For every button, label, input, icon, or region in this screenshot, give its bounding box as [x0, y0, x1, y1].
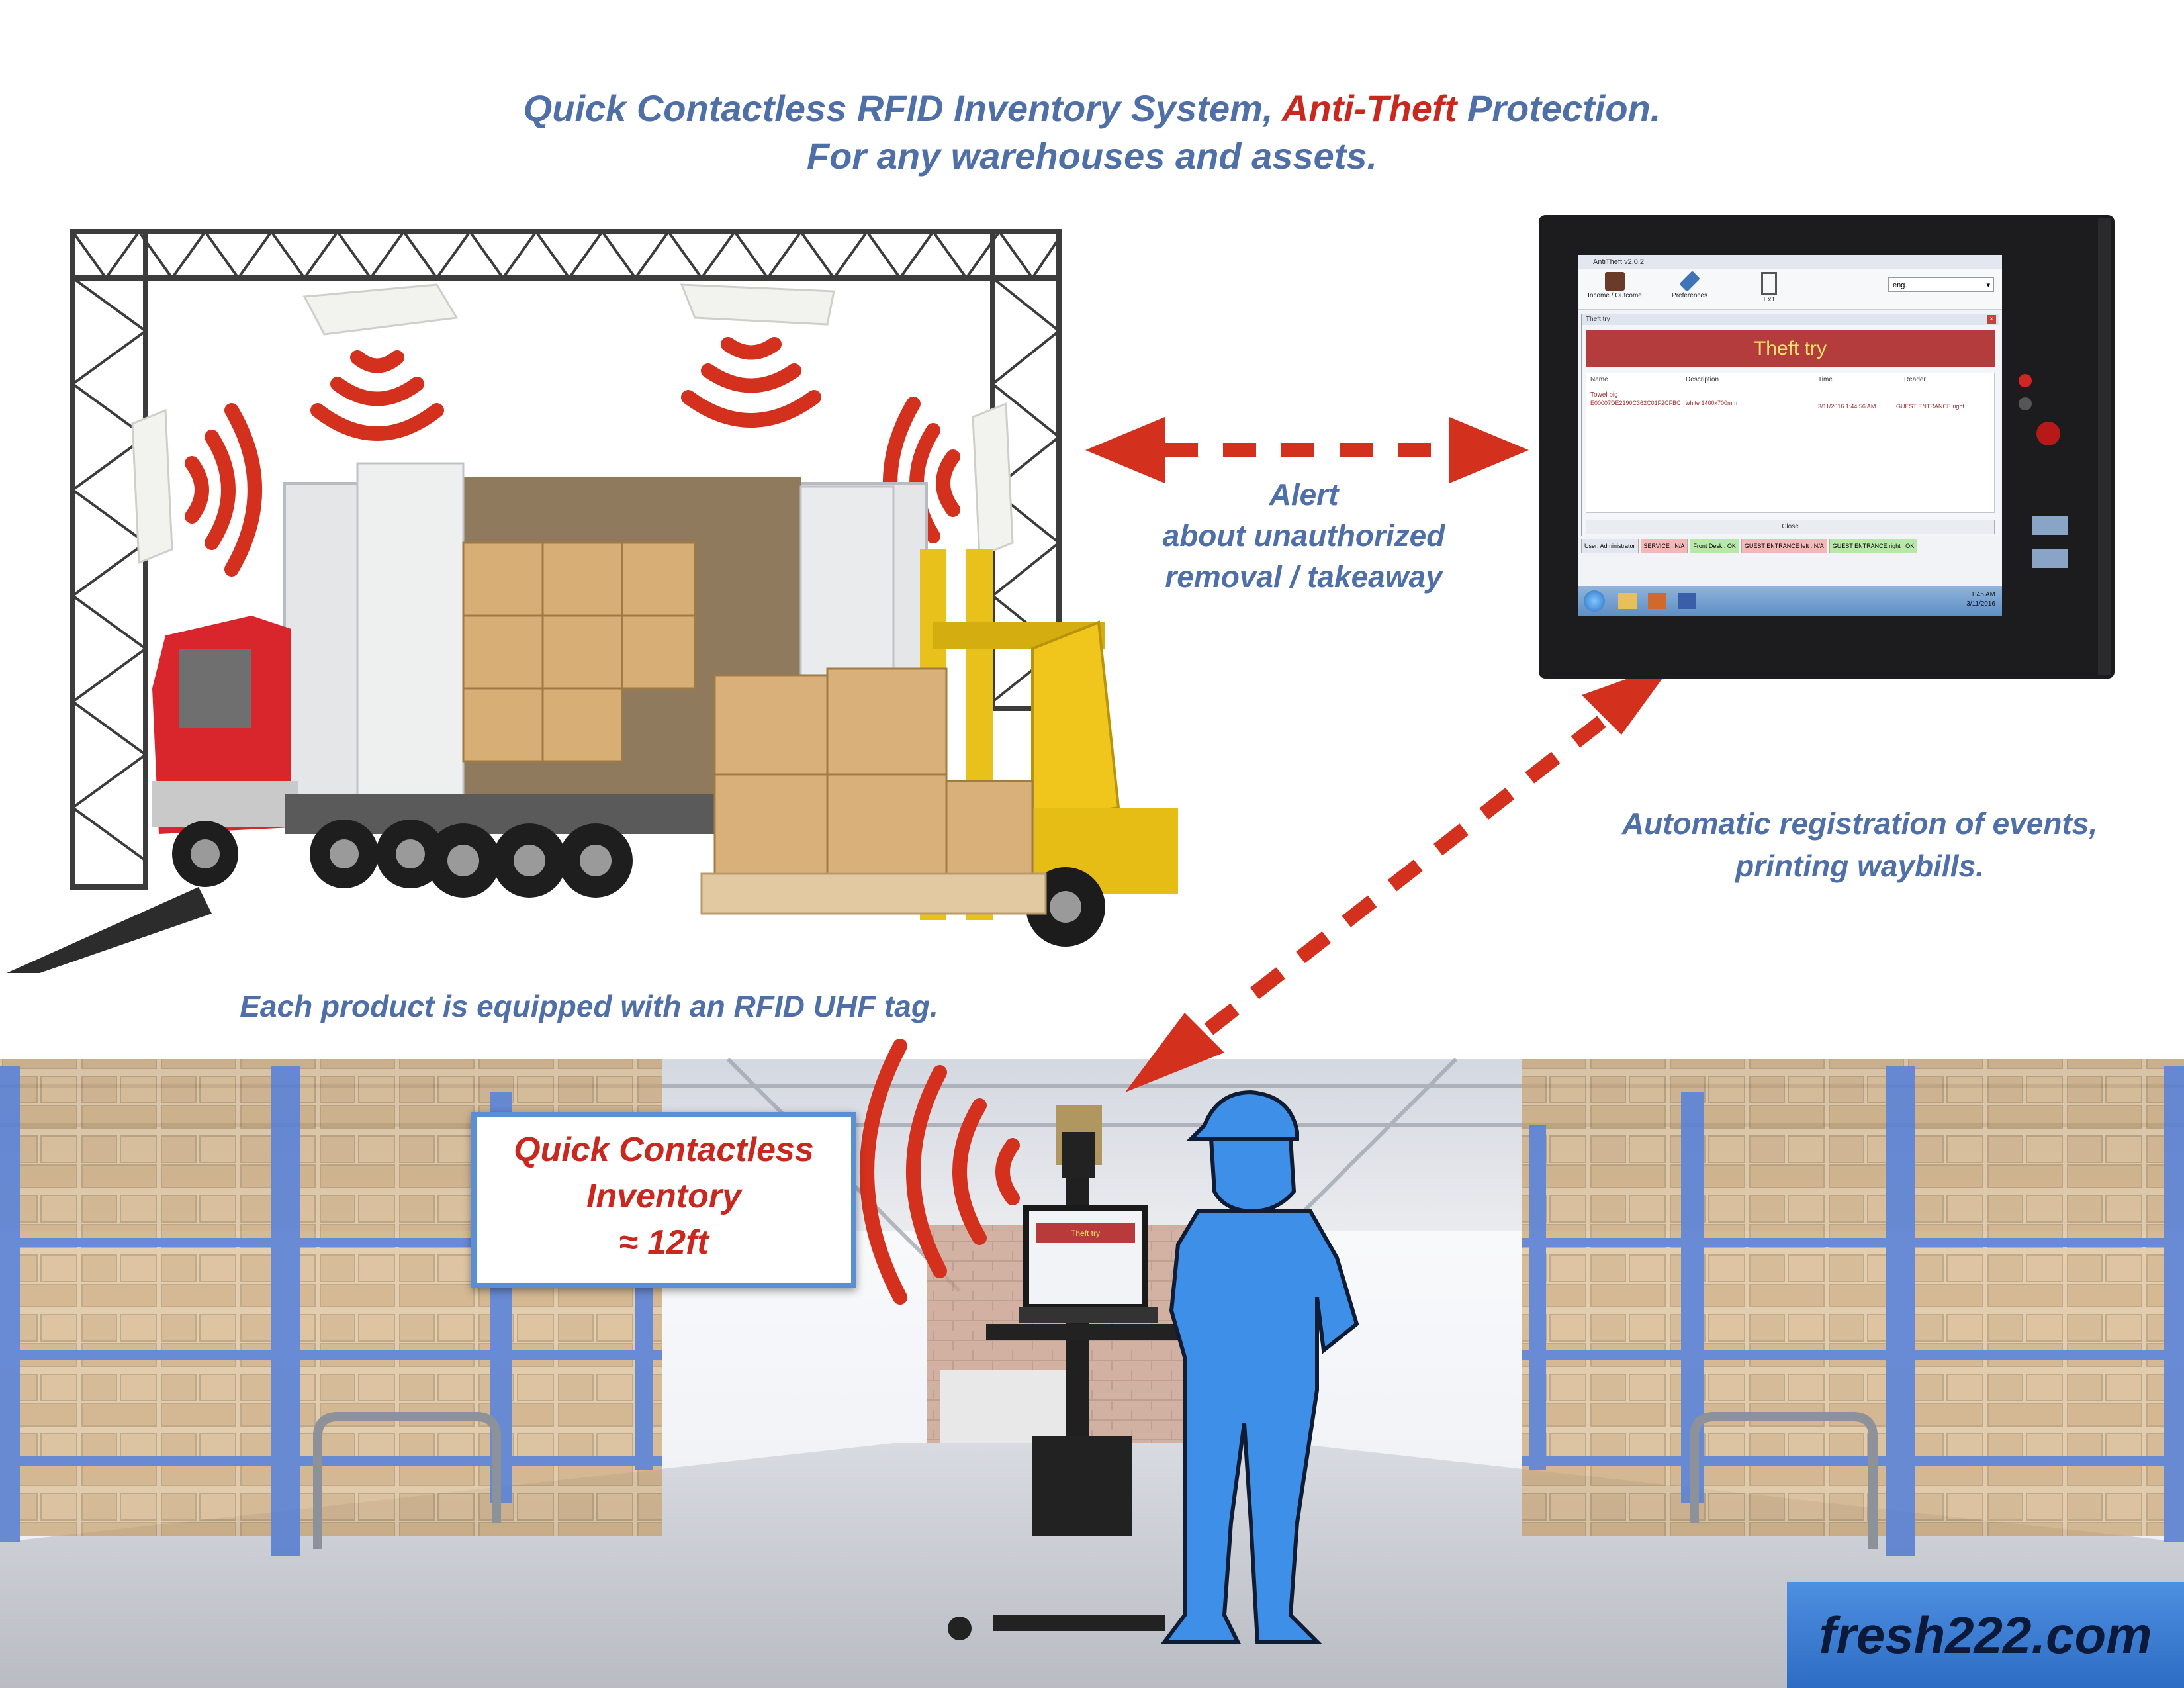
header-title: Quick Contactless RFID Inventory System,…: [0, 85, 2184, 132]
header-subtitle: For any warehouses and assets.: [806, 135, 1378, 177]
monitor-screen: AntiTheft v2.0.2 Income / Outcome Prefer…: [1578, 255, 2002, 616]
automatic-registration-caption: Automatic registration of events, printi…: [1621, 806, 2098, 883]
col-description: Description: [1686, 376, 1719, 383]
laptop-cart: [948, 1105, 1203, 1640]
col-name: Name: [1590, 376, 1608, 383]
preferences-button[interactable]: Preferences: [1663, 271, 1716, 299]
laptop-banner: Theft try: [1070, 1229, 1100, 1238]
theft-dialog: Theft try × Theft try Name Description T…: [1581, 314, 1999, 536]
status-bar: User: Administrator SERVICE : N/A Front …: [1581, 539, 1999, 553]
exit-button[interactable]: Exit: [1756, 272, 1782, 303]
income-outcome-button[interactable]: Income / Outcome: [1585, 272, 1645, 299]
rfid-gate: [70, 229, 1062, 890]
status-front-desk: Front Desk : OK: [1690, 539, 1739, 553]
row-tag: E00007DE2190C362C01F2CFBC: [1590, 400, 1681, 406]
row-name: Towel big: [1590, 391, 1618, 399]
row-reader: GUEST ENTRANCE right: [1896, 403, 1964, 410]
rfid-tag-caption: Each product is equipped with an RFID UH…: [240, 989, 938, 1023]
title-highlight: Anti-Theft: [1281, 87, 1457, 129]
inventory-callout: Quick Contactless Inventory ≈ 12ft: [471, 1112, 856, 1288]
tray-clock: 1:45 AM 3/11/2016: [1966, 591, 1995, 608]
window-titlebar: AntiTheft v2.0.2: [1578, 255, 2002, 269]
title-part-2: Protection.: [1457, 87, 1661, 129]
title-part-1: Quick Contactless RFID Inventory System,: [523, 87, 1282, 129]
worker-silhouette: [1161, 1090, 1359, 1644]
forklift: [700, 549, 1178, 947]
table-row[interactable]: Towel big E00007DE2190C362C01F2CFBC whit…: [1586, 387, 1994, 414]
col-reader: Reader: [1904, 376, 1926, 383]
row-description: white 1400x700mm: [1686, 400, 1738, 406]
close-button[interactable]: Close: [1586, 520, 1995, 534]
table-header: Name Description Time Reader: [1586, 373, 1994, 387]
status-user: User: Administrator: [1581, 539, 1639, 553]
close-icon[interactable]: ×: [1987, 315, 1996, 324]
income-icon: [1605, 272, 1625, 291]
chevron-down-icon: ▾: [1986, 281, 1990, 289]
truck: [152, 462, 928, 898]
status-guest-left: GUEST ENTRANCE left : N/A: [1741, 539, 1827, 553]
language-select[interactable]: eng. ▾: [1888, 277, 1994, 292]
status-guest-right: GUEST ENTRANCE right : OK: [1829, 539, 1918, 553]
events-table: Name Description Time Reader Towel big E…: [1586, 373, 1995, 513]
window-toolbar: Income / Outcome Preferences Exit eng. ▾: [1578, 269, 2002, 310]
dialog-titlebar: Theft try ×: [1582, 314, 1999, 325]
row-time: 3/11/2016 1:44:56 AM: [1818, 403, 1876, 410]
col-time: Time: [1818, 376, 1833, 383]
theft-banner: Theft try: [1586, 330, 1995, 367]
brand-watermark: fresh222.com: [1787, 1582, 2184, 1688]
app-icon[interactable]: [1678, 593, 1696, 609]
taskbar: 1:45 AM 3/11/2016: [1578, 586, 2002, 616]
exit-icon: [1761, 272, 1777, 295]
media-icon[interactable]: [1648, 593, 1666, 609]
start-icon[interactable]: [1584, 590, 1605, 612]
wrench-icon: [1679, 271, 1700, 292]
explorer-icon[interactable]: [1618, 593, 1637, 609]
alert-caption: Alert about unauthorized removal / takea…: [1162, 477, 1445, 594]
status-service: SERVICE : N/A: [1640, 539, 1688, 553]
